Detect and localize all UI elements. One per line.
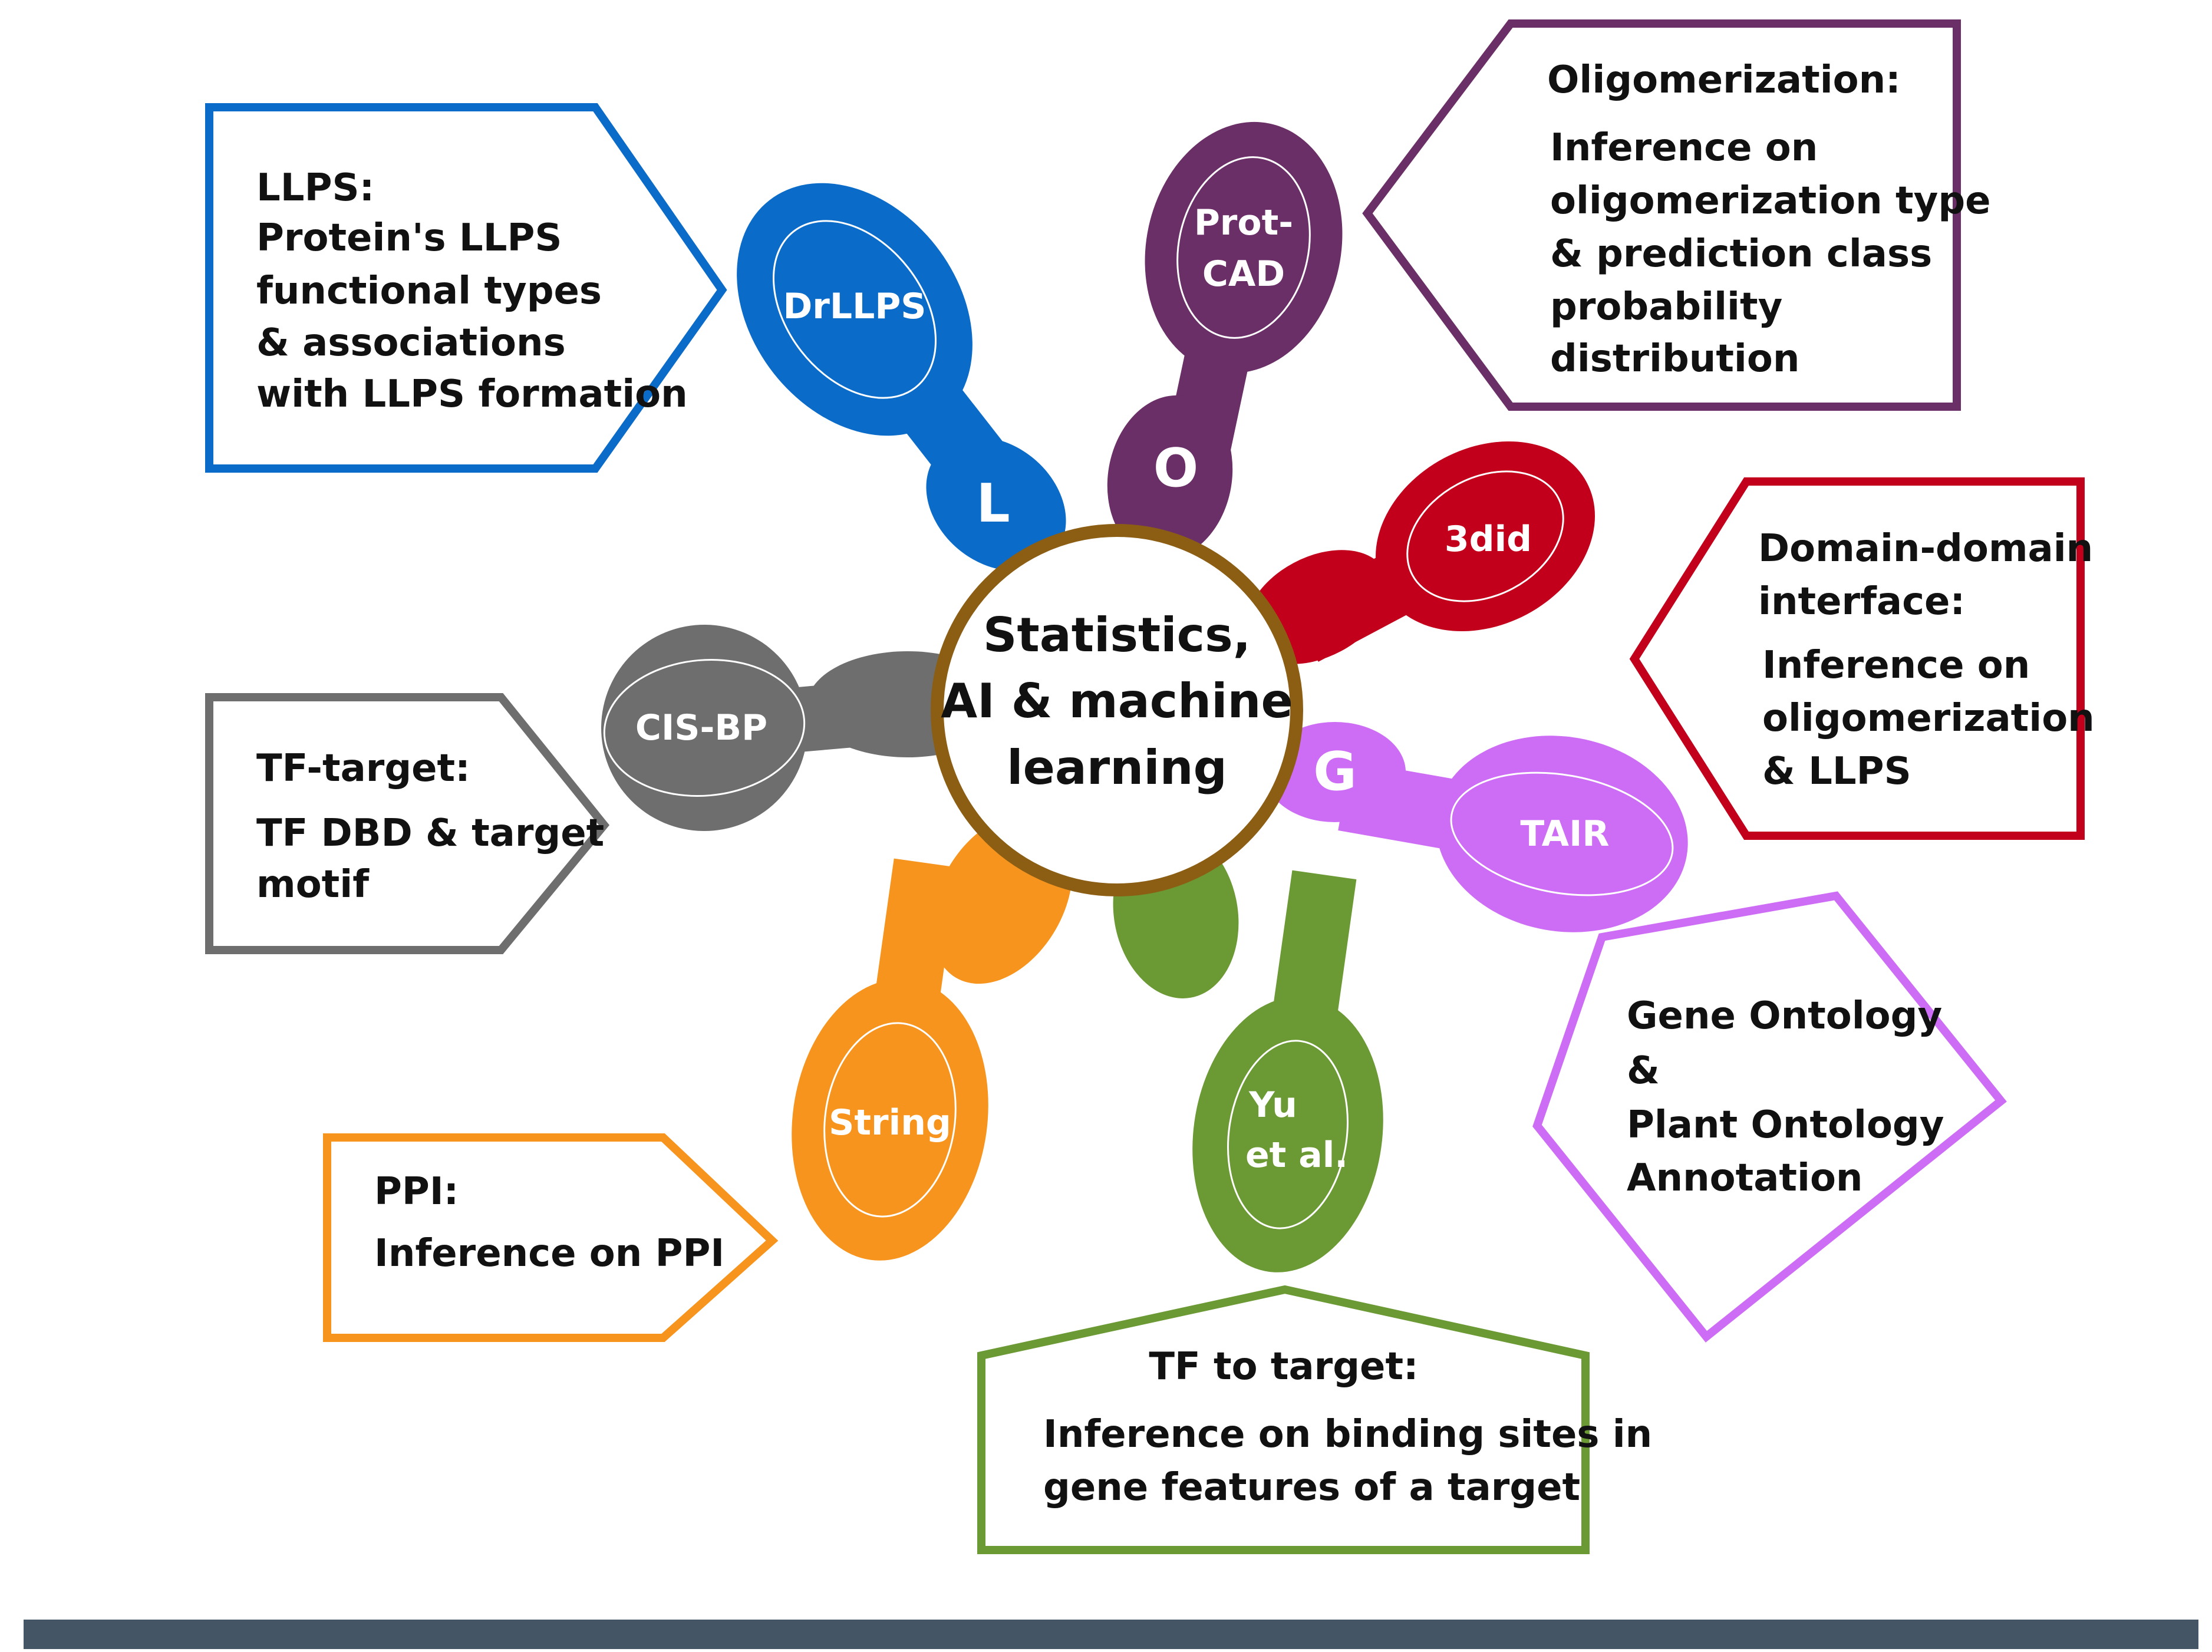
petal-protcad-db-label-1: Prot- (1194, 202, 1293, 243)
center-circle (931, 524, 1303, 896)
box-llps-line-1: Protein's LLPS (256, 216, 562, 260)
box-gene-ontology: Gene Ontology & Plant Ontology Annotatio… (1532, 891, 2007, 1343)
box-gene-ontology-line-2: & (1627, 1049, 1660, 1093)
petal-drllps-inner-ring (772, 220, 937, 399)
petal-yu-head (1192, 997, 1383, 1272)
petal-drllps-db-label: DrLLPS (783, 286, 926, 327)
box-oligomerization-title: Oligomerization: (1547, 58, 1901, 102)
box-llps-line-2: functional types (256, 269, 602, 313)
petal-protcad-letter: O (1153, 437, 1199, 499)
box-domain-domain-line-2: oligomerization (1762, 697, 2095, 740)
petal-cisbp-db-label: CIS-BP (635, 707, 767, 748)
petal-string-inner-ring (823, 1022, 957, 1218)
box-oligomerization-line-5: distribution (1550, 337, 1799, 381)
center-hub: Statistics, AI & machine learning (931, 524, 1303, 896)
box-domain-domain-title-1: Domain-domain (1758, 527, 2093, 571)
box-tf-to-target: TF to target: Inference on binding sites… (977, 1285, 1652, 1554)
petal-yu-db-label-1: Yu (1248, 1084, 1297, 1126)
box-llps-line-3: & associations (256, 321, 566, 365)
box-llps-line-4: with LLPS formation (256, 372, 688, 416)
petal-protcad-letter-lobe (1107, 395, 1233, 560)
petal-cisbp-inner-ring (603, 658, 806, 797)
center-line-1: Statistics, (983, 608, 1251, 662)
petal-tair-db-label: TAIR (1520, 813, 1609, 855)
petal-protcad-inner-ring (1176, 156, 1311, 339)
center-line-3: learning (1007, 740, 1227, 795)
center-line-2: AI & machine (941, 674, 1293, 728)
box-oligomerization-line-1: Inference on (1550, 126, 1818, 170)
petal-tair-letter-lobe (1264, 722, 1406, 822)
petal-cisbp-head (601, 625, 807, 831)
box-llps: LLPS: Protein's LLPS functional types & … (205, 103, 727, 473)
petal-drllps-head (737, 183, 973, 436)
box-gene-ontology-outline (1532, 891, 2007, 1343)
petal-tair-head (1436, 736, 1688, 932)
box-gene-ontology-line-4: Annotation (1627, 1156, 1862, 1200)
petal-3did: 3did (1245, 441, 1595, 664)
box-llps-title: LLPS: (256, 166, 374, 210)
box-tf-to-target-title: TF to target: (1149, 1345, 1418, 1389)
box-oligomerization: Oligomerization: Inference on oligomeriz… (1362, 19, 1991, 411)
box-ppi-line-1: Inference on PPI (374, 1232, 724, 1275)
box-ppi: PPI: Inference on PPI (323, 1133, 779, 1342)
box-domain-domain: Domain-domain interface: Inference on ol… (1629, 477, 2095, 840)
petal-tair: TAIR G (1264, 722, 1688, 932)
petal-3did-head (1375, 441, 1595, 632)
box-ppi-title: PPI: (374, 1170, 459, 1214)
petal-protcad-head (1145, 121, 1343, 374)
box-tf-to-target-line-1: Inference on binding sites in (1043, 1413, 1652, 1456)
petal-yu-inner-ring (1227, 1040, 1349, 1229)
petal-tair-inner-ring (1450, 771, 1674, 896)
footer-bar (24, 1620, 2198, 1649)
box-tf-target-outline (205, 693, 610, 954)
box-oligomerization-line-2: oligomerization type (1550, 179, 1991, 223)
petal-3did-db-label: 3did (1445, 519, 1532, 560)
petal-drllps-letter: L (976, 473, 1010, 535)
box-oligomerization-line-4: probability (1550, 285, 1782, 329)
box-domain-domain-title-2: interface: (1758, 580, 1965, 624)
box-domain-domain-outline (1629, 477, 2085, 840)
box-gene-ontology-line-1: Gene Ontology (1627, 994, 1942, 1038)
petal-tair-letter: G (1313, 741, 1357, 803)
box-gene-ontology-line-3: Plant Ontology (1627, 1103, 1944, 1147)
petal-yu-db-label-2: et al. (1245, 1135, 1348, 1176)
box-llps-outline (205, 103, 727, 473)
box-domain-domain-line-3: & LLPS (1762, 750, 1911, 793)
box-tf-target-line-2: motif (256, 863, 370, 906)
petal-string-db-label: String (829, 1102, 951, 1143)
petal-protcad-db-label-2: CAD (1202, 253, 1285, 295)
box-tf-target-title: TF-target: (256, 747, 470, 790)
box-oligomerization-outline (1362, 19, 1961, 411)
box-tf-to-target-outline (977, 1285, 1590, 1554)
box-tf-target-line-1: TF DBD & target (256, 812, 604, 855)
box-tf-target: TF-target: TF DBD & target motif (205, 693, 610, 954)
petal-3did-inner-ring (1406, 470, 1564, 602)
petal-yu-stem (1270, 870, 1357, 1037)
box-oligomerization-line-3: & prediction class (1550, 232, 1932, 276)
box-tf-to-target-line-2: gene features of a target (1043, 1466, 1580, 1509)
petal-drllps-letter-lobe (926, 437, 1066, 571)
petal-drllps: DrLLPS L (737, 183, 1066, 571)
box-ppi-outline (323, 1133, 779, 1342)
box-domain-domain-line-1: Inference on (1762, 644, 2030, 687)
petal-protcad: Prot- CAD O (1107, 121, 1343, 560)
